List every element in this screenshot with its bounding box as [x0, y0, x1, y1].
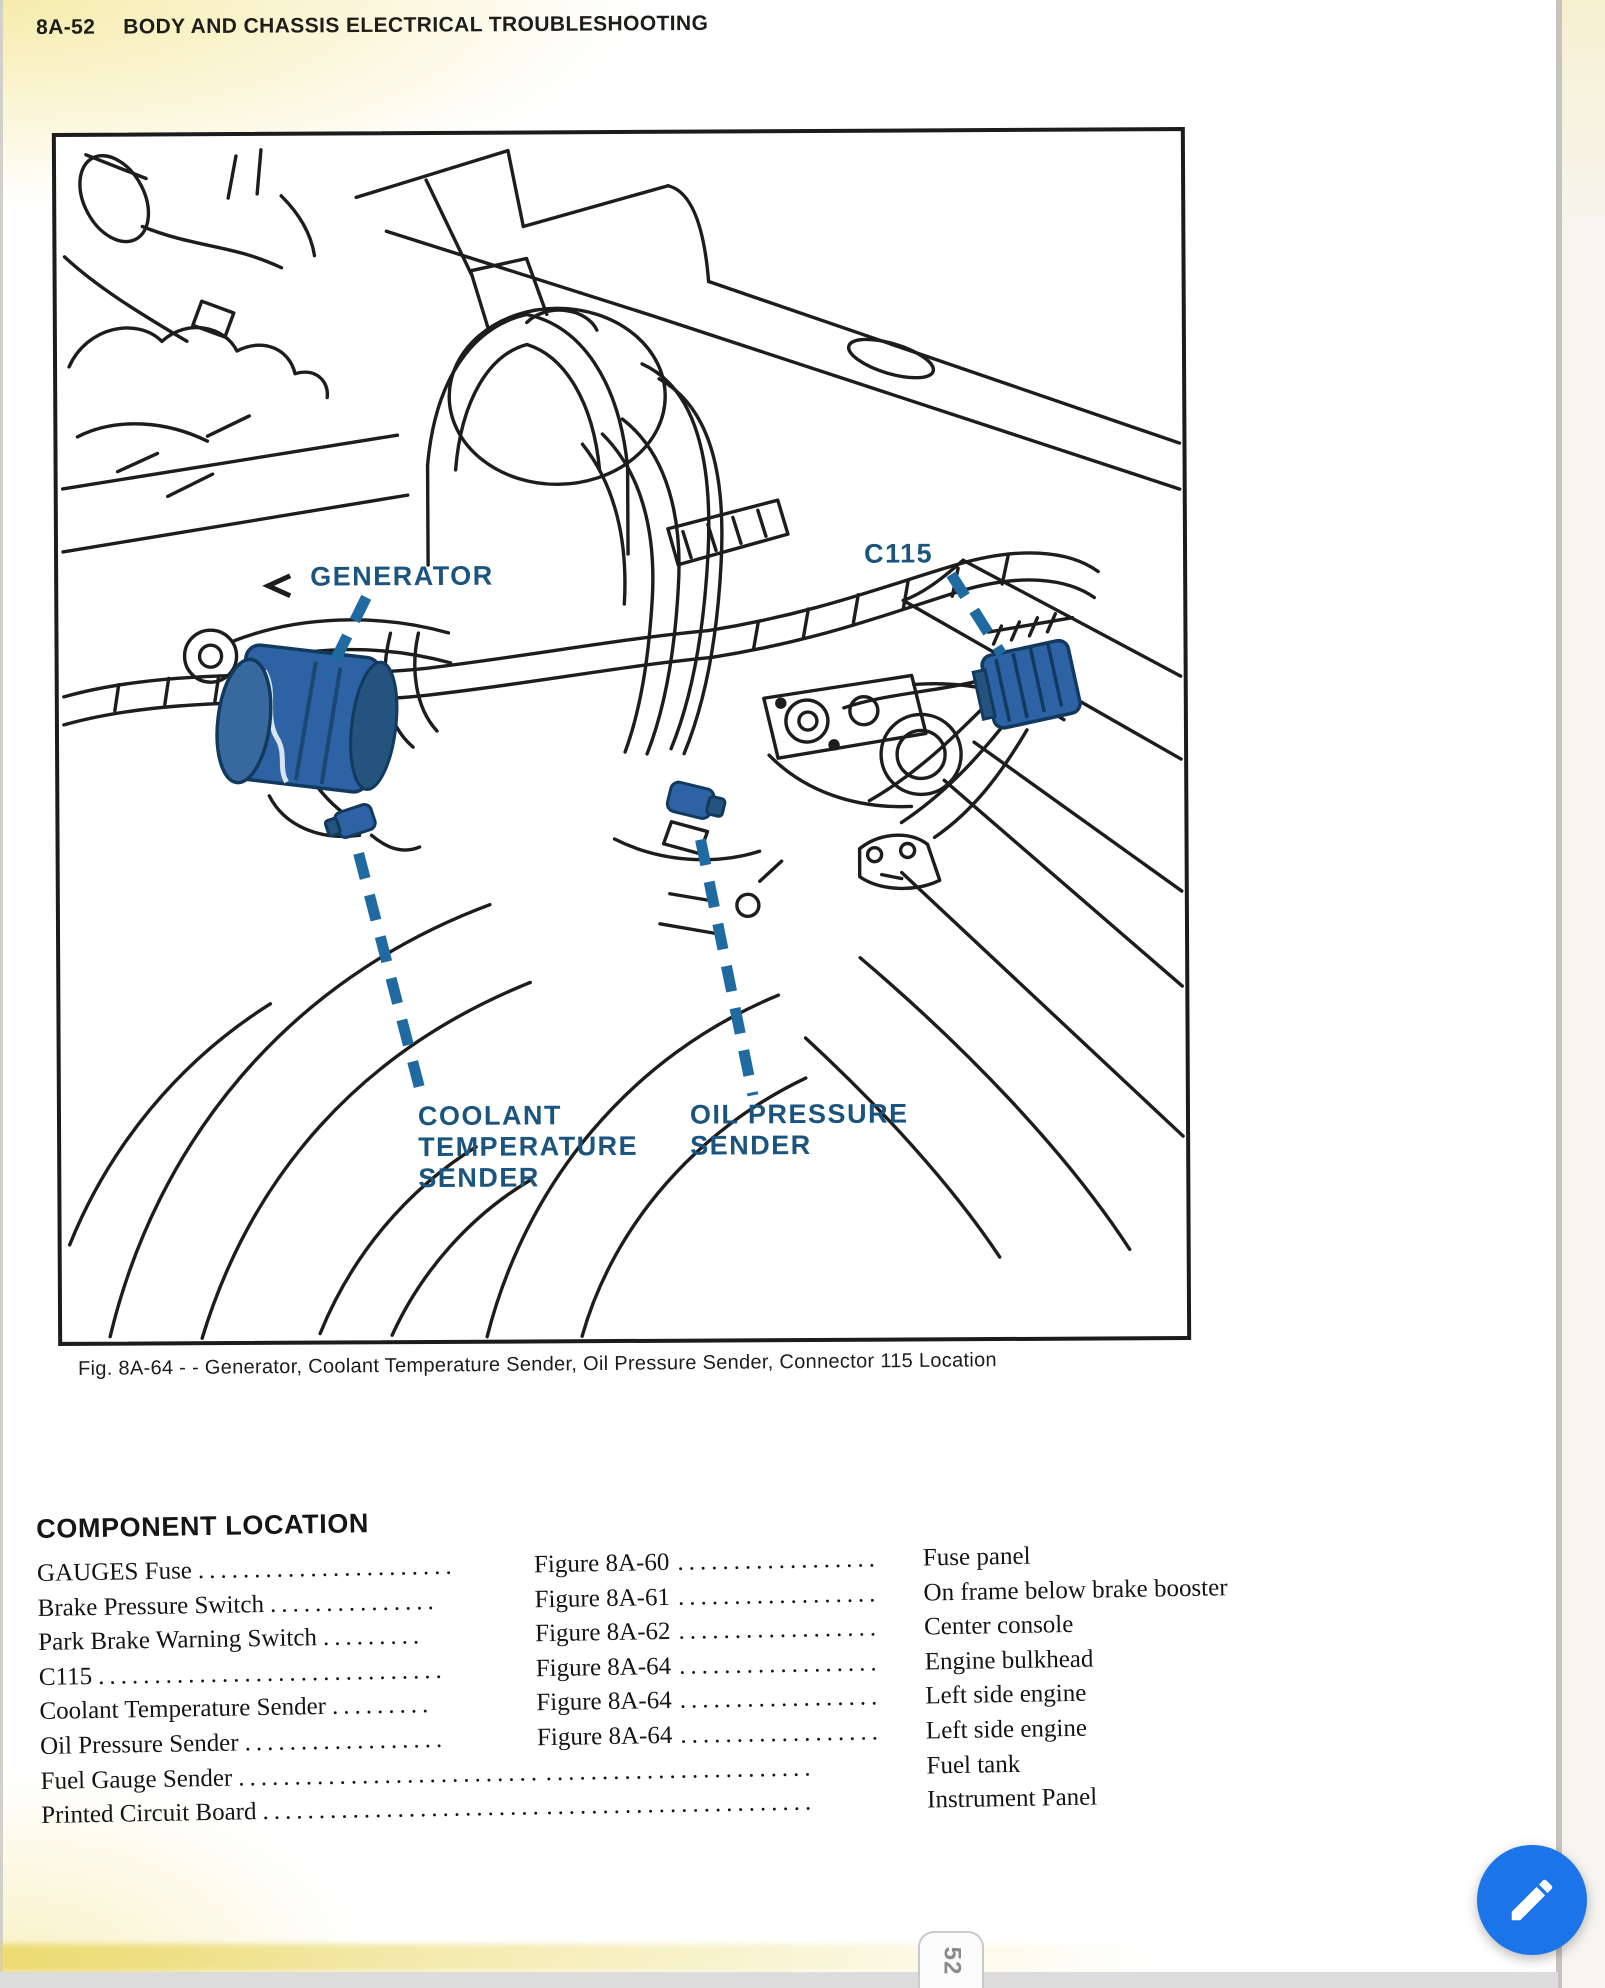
dot-leader: ......................................	[238, 1756, 538, 1792]
page-title: BODY AND CHASSIS ELECTRICAL TROUBLESHOOT…	[123, 11, 709, 39]
viewer-bottom-bar	[0, 1972, 1558, 1988]
dot-leader: ..................	[677, 1579, 881, 1611]
page-code: 8A-52	[36, 15, 96, 39]
generator-arrow-icon	[262, 573, 292, 599]
dot-leader: ......................................	[262, 1790, 539, 1826]
figure-ref	[538, 1790, 539, 1825]
engine-bay-illustration	[60, 148, 1185, 1340]
page-left-edge	[0, 0, 3, 1972]
dot-leader: .........	[322, 1622, 425, 1652]
dot-leader: ..................	[678, 1614, 882, 1645]
page-header: 8A-52 BODY AND CHASSIS ELECTRICAL TROUBLE…	[36, 12, 708, 40]
dot-leader: .......................	[197, 1552, 457, 1585]
component-name: C115	[38, 1662, 93, 1691]
page-number: 52	[937, 1946, 965, 1975]
callout-leader-lines	[321, 571, 1007, 1099]
component-name: Printed Circuit Board	[41, 1798, 257, 1830]
dot-leader: ........................	[545, 1788, 817, 1821]
figure-ref: Figure 8A-61	[534, 1583, 671, 1613]
label-c115: C115	[863, 538, 934, 569]
label-coolant-temp-sender: COOLANT TEMPERATURE SENDER	[417, 1100, 639, 1194]
pencil-icon	[1511, 1879, 1553, 1921]
component-location-section: COMPONENT LOCATION GAUGES Fuse..........…	[36, 1491, 1371, 1834]
figure-ref: Figure 8A-64	[536, 1687, 672, 1717]
dot-leader: ..................	[678, 1649, 882, 1680]
page-number-indicator[interactable]: 52	[918, 1931, 984, 1988]
label-oil-pressure-sender: OIL PRESSURE SENDER	[689, 1098, 909, 1161]
document-page[interactable]: 8A-52 BODY AND CHASSIS ELECTRICAL TROUBLE…	[0, 0, 1558, 1972]
figure-ref	[537, 1756, 538, 1791]
figure-ref: Figure 8A-64	[535, 1652, 672, 1683]
next-page-edge[interactable]	[1562, 0, 1605, 1988]
dot-leader: ...............	[269, 1587, 439, 1618]
scan-yellow-tint	[0, 1944, 1210, 1972]
c115-connector-highlight	[971, 638, 1082, 730]
component-name: GAUGES Fuse	[36, 1557, 193, 1587]
component-name: Park Brake Warning Switch	[38, 1624, 318, 1657]
dot-leader: ..................	[244, 1725, 448, 1757]
figure-ref: Figure 8A-64	[536, 1721, 673, 1752]
component-name: Brake Pressure Switch	[37, 1590, 265, 1622]
dot-leader: .........	[331, 1691, 434, 1721]
component-name: Coolant Temperature Sender	[39, 1693, 327, 1726]
figure-8a-64: GENERATOR C115 COOLANT TEMPERATURE SENDE…	[51, 127, 1192, 1346]
figure-ref: Figure 8A-60	[533, 1548, 670, 1579]
dot-leader: ..................	[677, 1545, 881, 1576]
component-name: Oil Pressure Sender	[39, 1729, 239, 1760]
oil-pressure-sender-highlight	[665, 780, 727, 820]
figure-ref: Figure 8A-62	[534, 1618, 671, 1648]
dot-leader: ..................	[680, 1718, 884, 1749]
generator-highlight	[215, 643, 399, 794]
coolant-temp-sender-highlight	[323, 802, 377, 839]
dot-leader: ..................	[679, 1683, 883, 1715]
figure-caption: Fig. 8A-64 - - Generator, Coolant Temper…	[78, 1349, 998, 1380]
component-location: Instrument Panel	[926, 1783, 1098, 1814]
edit-fab-button[interactable]	[1477, 1845, 1587, 1955]
label-generator: GENERATOR	[310, 560, 494, 592]
component-name: Fuel Gauge Sender	[40, 1764, 233, 1795]
dot-leader: ........................	[545, 1753, 816, 1786]
page-divider	[1556, 0, 1562, 1988]
